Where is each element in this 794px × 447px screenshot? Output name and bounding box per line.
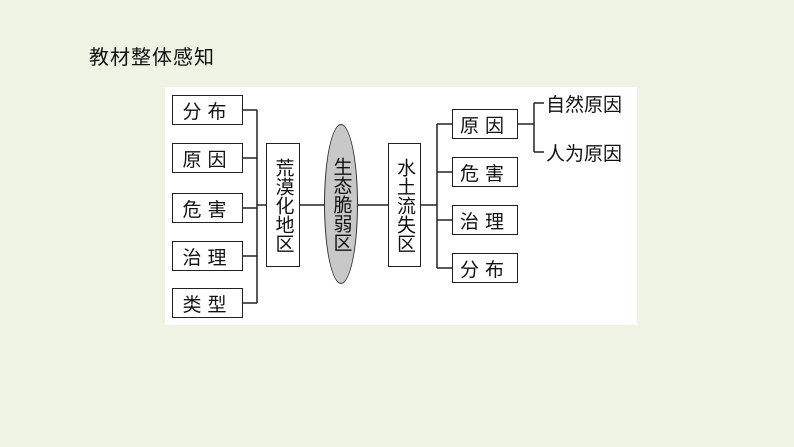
left-item-type: 类型 [172,288,243,318]
left-item-harm: 危害 [172,193,243,223]
left-item-cause: 原因 [172,143,243,173]
left-item-distribution: 分布 [172,95,243,125]
desertification-area-box: 荒漠化地区 [266,143,300,267]
page-heading: 教材整体感知 [89,45,215,69]
right-item-distribution: 分布 [452,253,518,283]
cause-natural-label: 自然原因 [546,94,623,116]
cause-human-label: 人为原因 [546,143,623,165]
ecologically-fragile-area-node: 生态脆弱区 [324,124,358,284]
right-item-cause: 原因 [452,109,518,139]
right-item-governance: 治理 [452,205,518,235]
right-item-harm: 危害 [452,157,518,187]
soil-erosion-area-box: 水土流失区 [388,143,421,267]
left-item-governance: 治理 [172,241,243,271]
